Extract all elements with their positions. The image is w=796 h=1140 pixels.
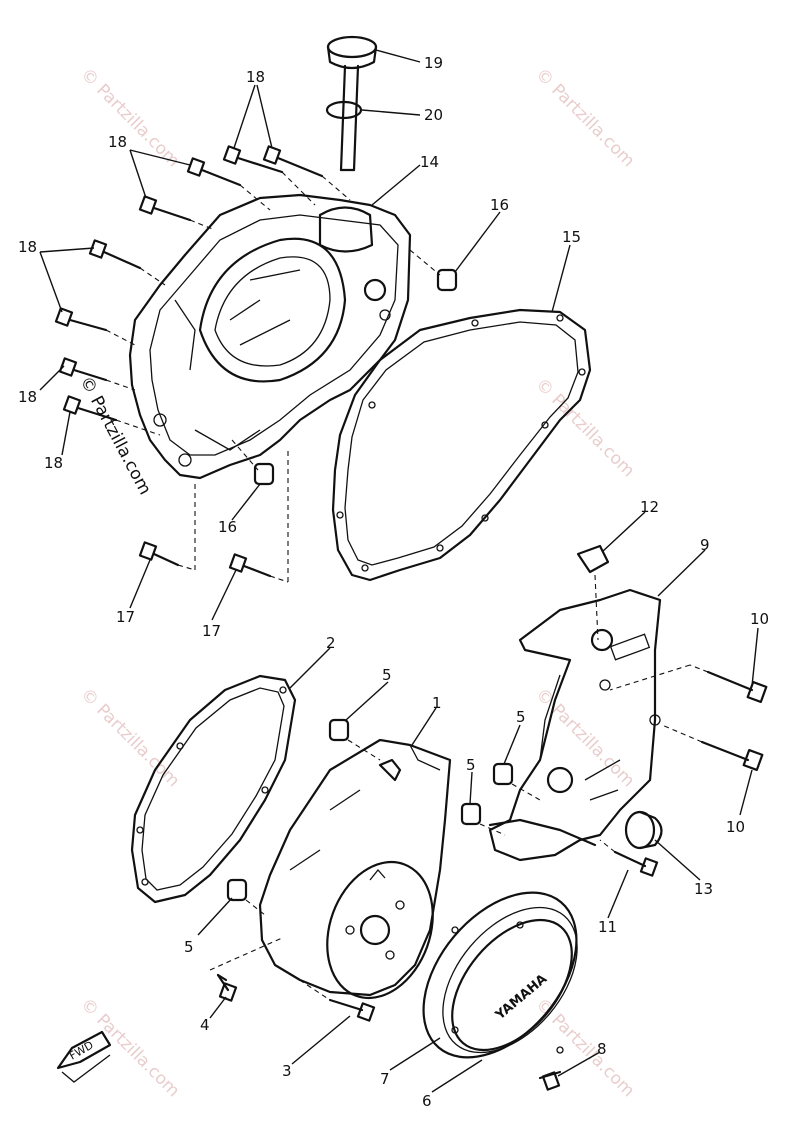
callout-16: 16 [218,518,237,536]
part-o-ring [325,100,363,120]
part-bolts-18 [54,145,324,422]
callout-5: 5 [184,938,194,956]
part-bolts-17 [138,541,272,578]
callout-labels: 19 20 18 18 18 18 18 14 16 15 16 17 17 1… [18,54,769,1110]
callout-18: 18 [18,388,37,406]
leader-lines [39,49,759,1093]
callout-15: 15 [562,228,581,246]
callout-1: 1 [432,694,442,712]
part-dowels-16 [253,268,458,486]
part-bolt-3 [291,974,376,1022]
callout-10: 10 [726,818,745,836]
watermark-layer: © Partzilla.com © Partzilla.com © Partzi… [76,64,639,1101]
part-crankcase-cover [128,193,412,480]
watermark-text: © Partzilla.com [76,684,183,791]
callout-13: 13 [694,880,713,898]
callout-3: 3 [282,1062,292,1080]
callout-18: 18 [108,133,127,151]
callout-20: 20 [424,106,443,124]
callout-10: 10 [750,610,769,628]
callout-8: 8 [597,1040,607,1058]
watermark-text: © Partzilla.com [531,64,638,171]
callout-5: 5 [466,756,476,774]
callout-2: 2 [326,634,336,652]
watermark-text: © Partzilla.com [531,374,638,481]
alignment-lines-upper [105,171,441,583]
callout-17: 17 [116,608,135,626]
fwd-label: FWD [67,1038,96,1062]
callout-18: 18 [246,68,265,86]
fwd-arrow-icon: FWD [56,1030,112,1083]
callout-11: 11 [598,918,617,936]
callout-18: 18 [18,238,37,256]
part-bolt-11 [599,839,659,877]
part-collars-5 [226,718,541,916]
callout-6: 6 [422,1092,432,1110]
callout-19: 19 [424,54,443,72]
callout-5: 5 [516,708,526,726]
callout-7: 7 [380,1070,390,1088]
part-cover-6: YAMAHA [422,891,578,1059]
part-cover-gasket [331,308,592,582]
callout-12: 12 [640,498,659,516]
watermark-text-dark: © Partzilla.com [76,373,155,498]
part-bracket-9 [488,588,662,862]
callout-4: 4 [200,1016,210,1034]
callout-5: 5 [382,666,392,684]
part-plug-12 [576,544,610,641]
part-stator-cover-1 [258,738,452,1000]
watermark-text: © Partzilla.com [76,64,183,171]
part-bolts-10 [609,664,768,772]
callout-18: 18 [44,454,63,472]
part-bolt-8 [538,1070,562,1091]
callout-17: 17 [202,622,221,640]
callout-9: 9 [700,536,710,554]
part-cap-13 [624,810,663,850]
callout-14: 14 [420,153,439,171]
callout-16: 16 [490,196,509,214]
part-gasket-2 [130,674,297,904]
part-bolt-4 [209,937,283,1002]
watermark-text: © Partzilla.com [531,684,638,791]
